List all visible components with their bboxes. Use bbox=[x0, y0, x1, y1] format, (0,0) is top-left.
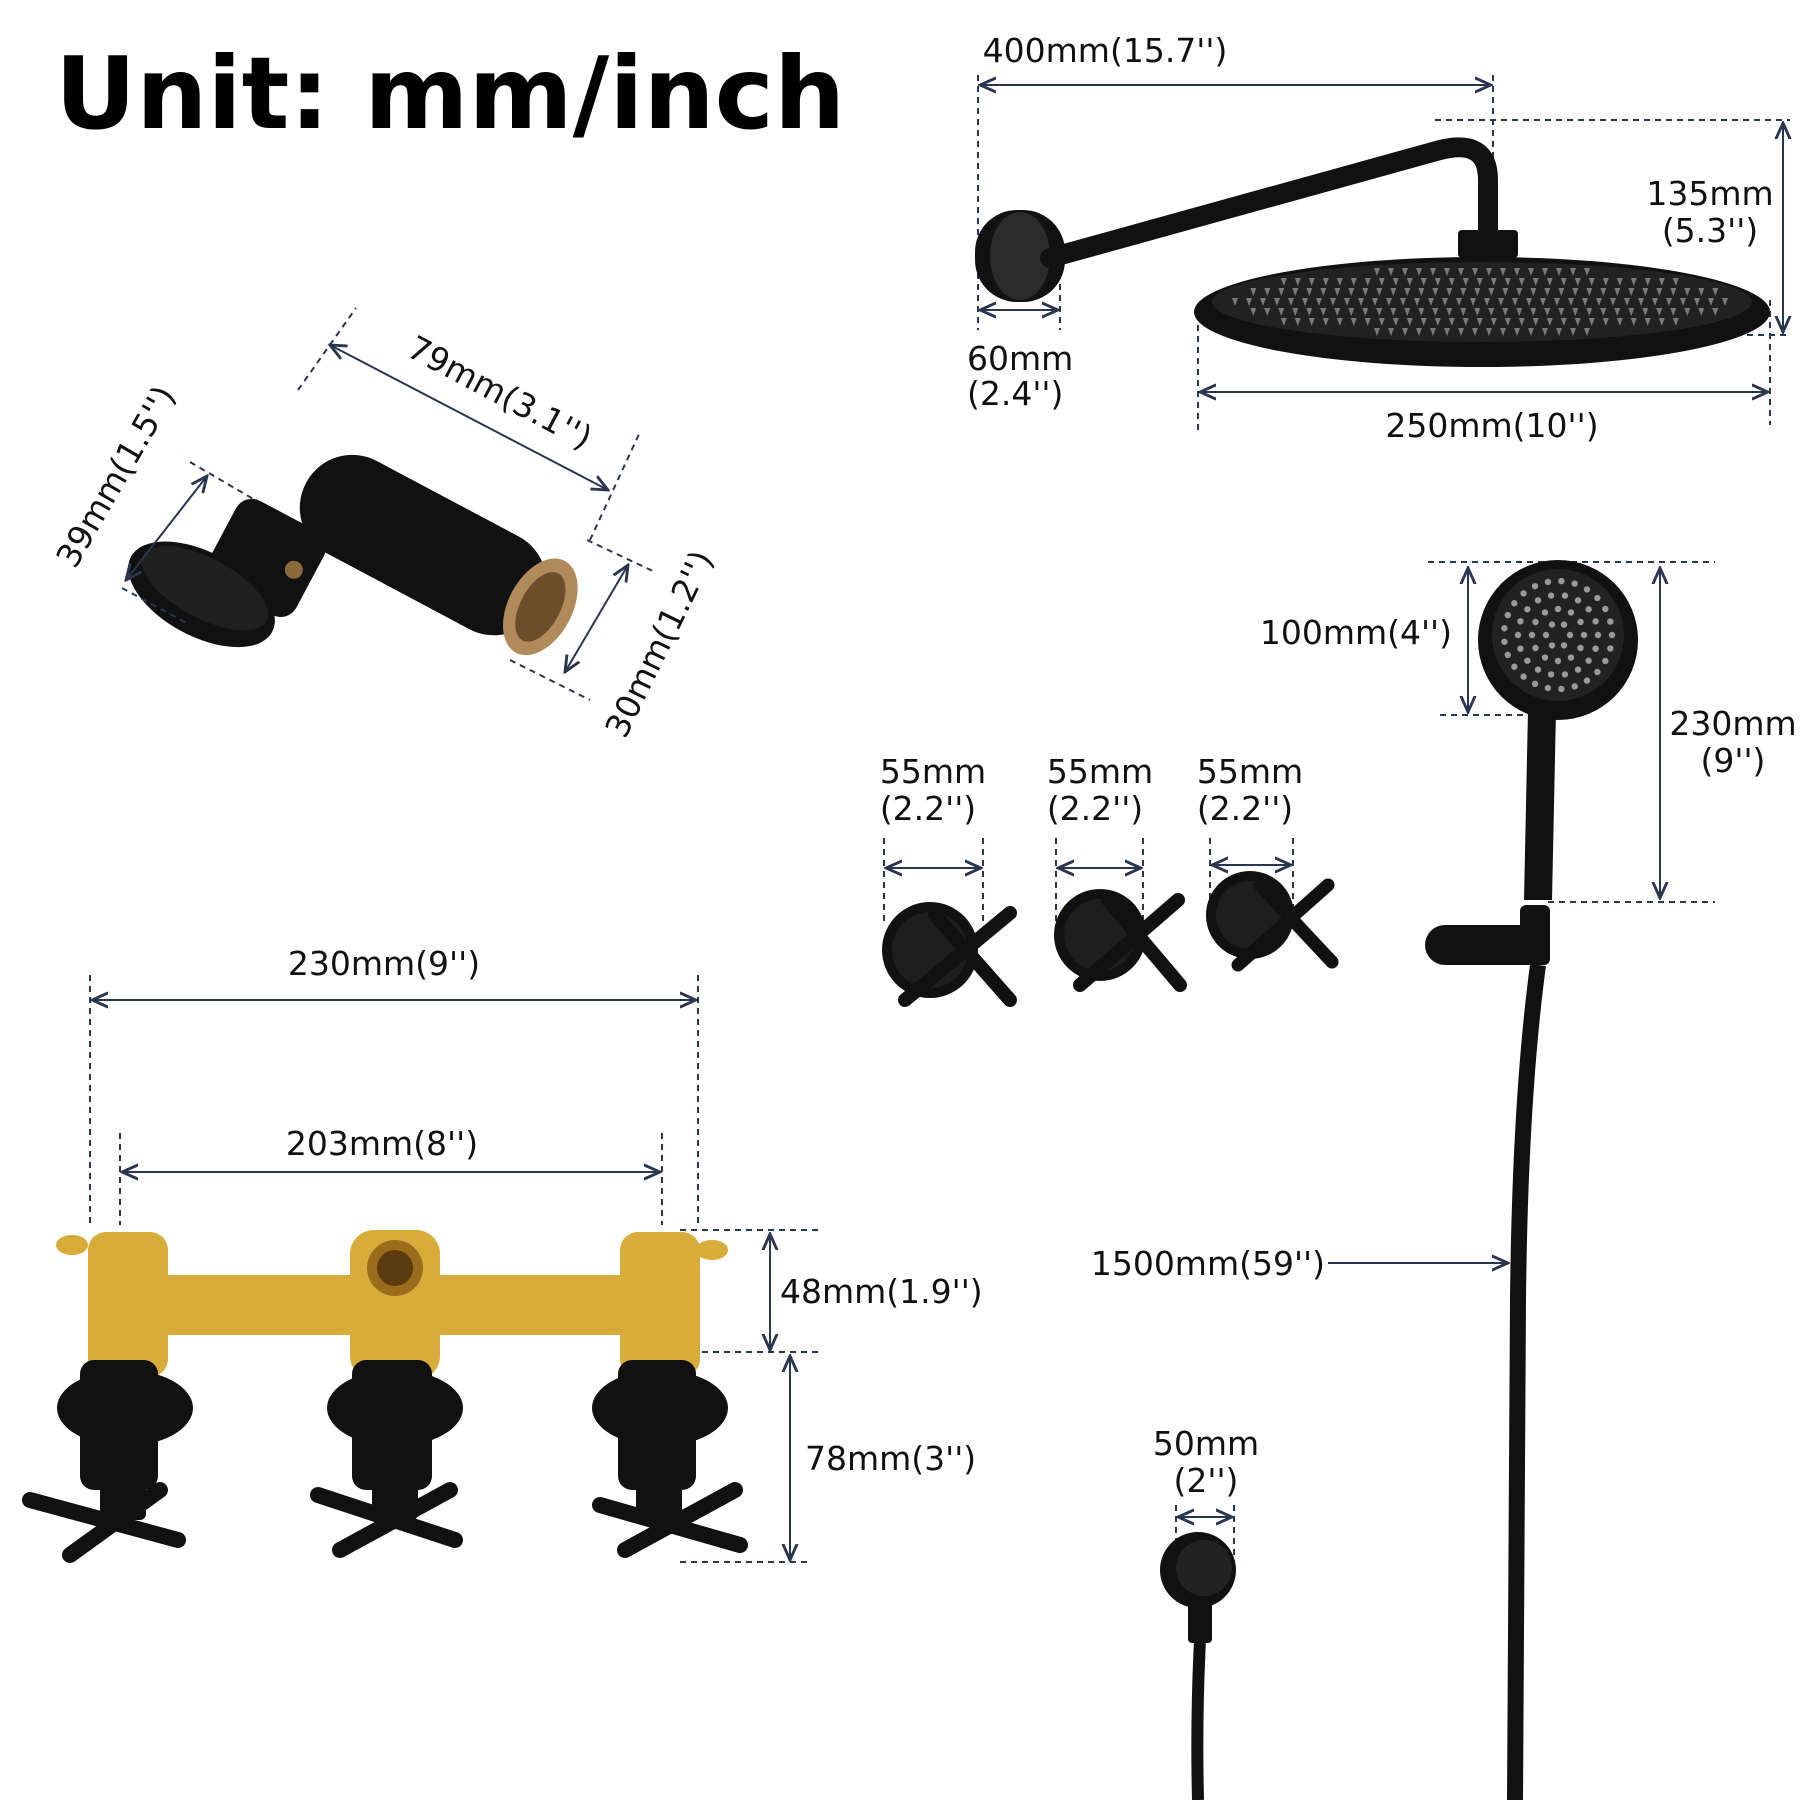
flange-in-label: (2.4'') bbox=[967, 374, 1063, 413]
hand-length-mm-label: 230mm bbox=[1669, 704, 1796, 743]
holder-bore-label: 30mm(1.2'') bbox=[597, 544, 721, 743]
hand-length-in-label: (9'') bbox=[1701, 741, 1766, 780]
elbow-in-label: (2'') bbox=[1174, 1461, 1239, 1500]
rain-shower-assembly bbox=[975, 75, 1790, 435]
trim-handle-1 bbox=[882, 902, 1017, 1007]
handle-1-in-label: (2.2'') bbox=[880, 789, 976, 828]
flange-mm-label: 60mm bbox=[967, 339, 1073, 378]
valve-stem-left bbox=[22, 1360, 193, 1563]
holder-length-label: 79mm(3.1'') bbox=[401, 328, 598, 458]
shower-hose bbox=[1507, 963, 1546, 1800]
handle-3-mm-label: 55mm bbox=[1197, 752, 1303, 791]
handle-3-in-label: (2.2'') bbox=[1197, 789, 1293, 828]
elbow-mm-label: 50mm bbox=[1153, 1424, 1259, 1463]
trim-handles bbox=[882, 838, 1339, 1007]
arm-height-in-label: (5.3'') bbox=[1662, 211, 1758, 250]
arm-length-label: 400mm(15.7'') bbox=[983, 31, 1228, 70]
brass-valve-assembly bbox=[22, 975, 822, 1563]
hose-length-label: 1500mm(59'') bbox=[1091, 1244, 1325, 1283]
arm-height-mm-label: 135mm bbox=[1646, 174, 1773, 213]
trim-handle-3 bbox=[1206, 871, 1339, 972]
shower-nozzles bbox=[1232, 268, 1728, 336]
hand-shower-assembly bbox=[1328, 560, 1715, 1800]
valve-stem-center bbox=[310, 1360, 463, 1558]
slide-bracket bbox=[1425, 925, 1545, 965]
valve-body-height-label: 48mm(1.9'') bbox=[780, 1272, 983, 1311]
valve-stem-height-label: 78mm(3'') bbox=[805, 1439, 976, 1478]
valve-centers-label: 203mm(8'') bbox=[286, 1124, 478, 1163]
handle-2-mm-label: 55mm bbox=[1047, 752, 1153, 791]
hand-head-label: 100mm(4'') bbox=[1260, 613, 1452, 652]
handle-2-in-label: (2.2'') bbox=[1047, 789, 1143, 828]
valve-stem-right bbox=[592, 1360, 748, 1558]
shower-arm bbox=[1040, 137, 1498, 268]
unit-title: Unit: mm/inch bbox=[55, 35, 845, 152]
valve-overall-label: 230mm(9'') bbox=[288, 944, 480, 983]
trim-handle-2 bbox=[1054, 889, 1187, 992]
handshower-holder bbox=[128, 454, 578, 656]
handle-1-mm-label: 55mm bbox=[880, 752, 986, 791]
head-diameter-label: 250mm(10'') bbox=[1385, 406, 1598, 445]
wall-elbow-assembly bbox=[1160, 1505, 1236, 1800]
